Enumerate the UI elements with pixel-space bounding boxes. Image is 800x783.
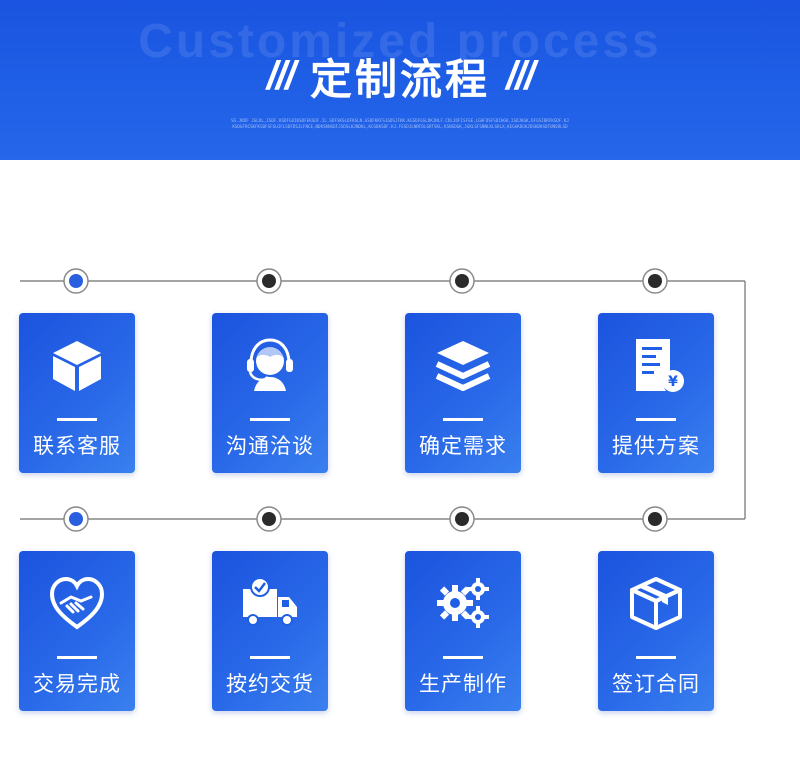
node-step-5 <box>62 505 90 533</box>
step-card-deliver-on-schedule[interactable]: 按约交货 <box>212 551 328 711</box>
card-divider <box>636 656 676 659</box>
headset-icon <box>240 335 300 395</box>
step-card-negotiation[interactable]: 沟通洽谈 <box>212 313 328 473</box>
step-label: 交易完成 <box>33 672 121 696</box>
step-label: 提供方案 <box>612 434 700 458</box>
step-card-transaction-complete[interactable]: 交易完成 <box>19 551 135 711</box>
header-background-text: Customized process <box>138 15 662 68</box>
node-step-7 <box>448 505 476 533</box>
step-label: 按约交货 <box>226 672 314 696</box>
svg-text:¥: ¥ <box>668 374 678 390</box>
step-card-production[interactable]: 生产制作 <box>405 551 521 711</box>
receipt-icon: ¥ <box>626 335 686 395</box>
step-label: 签订合同 <box>612 672 700 696</box>
card-divider <box>443 656 483 659</box>
card-divider <box>57 656 97 659</box>
card-divider <box>636 418 676 421</box>
header-title-row: /// 定制流程 /// <box>0 44 800 108</box>
card-divider <box>57 418 97 421</box>
header-fine-print: SS.JKDF JGLDL,ISDF.KSDFGUIKSDFEKSDF.IL.S… <box>231 118 569 129</box>
connector-lines <box>20 280 746 520</box>
step-label: 联系客服 <box>33 434 121 458</box>
node-step-1 <box>62 267 90 295</box>
page-title: 定制流程 <box>309 54 490 104</box>
header-banner: Customized process /// 定制流程 /// SS.JKDF … <box>0 0 800 160</box>
step-card-provide-plan[interactable]: ¥ 提供方案 <box>598 313 714 473</box>
card-divider <box>250 418 290 421</box>
step-label: 生产制作 <box>419 672 507 696</box>
delivery-truck-icon <box>240 573 300 633</box>
slashes-right: /// <box>506 53 535 98</box>
card-divider <box>250 656 290 659</box>
step-card-sign-contract[interactable]: 签订合同 <box>598 551 714 711</box>
process-diagram: 联系客服 沟通洽谈 确定需求 <box>0 160 800 783</box>
step-label: 确定需求 <box>419 434 507 458</box>
card-divider <box>443 418 483 421</box>
slashes-left: /// <box>266 53 296 98</box>
node-step-3 <box>448 267 476 295</box>
cube-icon <box>47 335 107 395</box>
node-step-8 <box>641 505 669 533</box>
step-label: 沟通洽谈 <box>226 434 314 458</box>
node-step-2 <box>255 267 283 295</box>
node-step-6 <box>255 505 283 533</box>
step-card-contact-service[interactable]: 联系客服 <box>19 313 135 473</box>
step-card-confirm-requirements[interactable]: 确定需求 <box>405 313 521 473</box>
handshake-heart-icon <box>47 573 107 633</box>
box-icon <box>626 573 686 633</box>
layers-icon <box>433 335 493 395</box>
node-step-4 <box>641 267 669 295</box>
gears-icon <box>433 573 493 633</box>
